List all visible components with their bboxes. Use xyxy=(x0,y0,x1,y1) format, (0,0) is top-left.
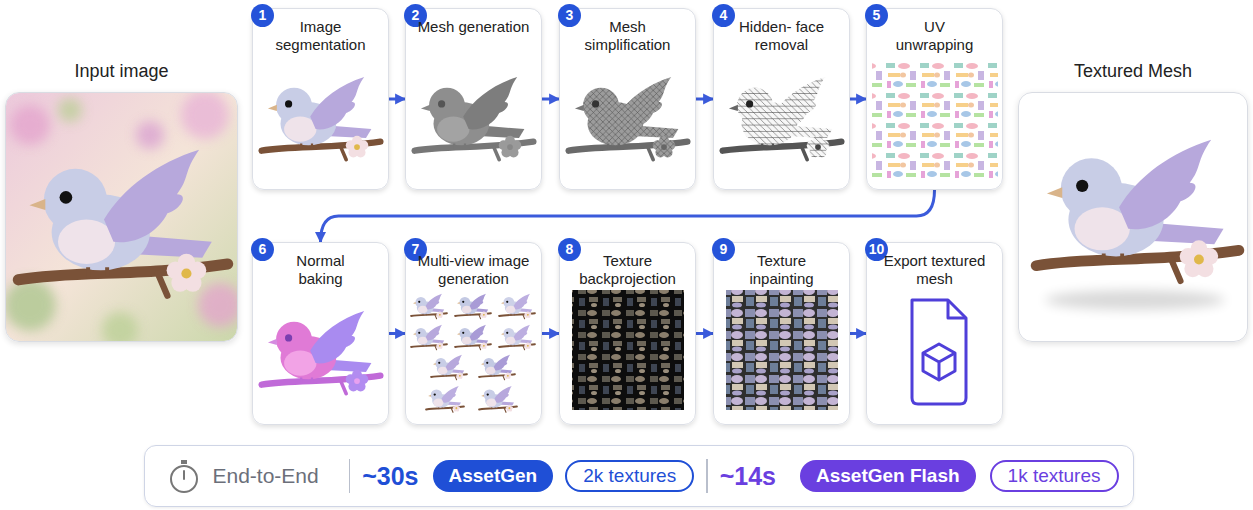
flow-arrow xyxy=(850,98,866,101)
callout-number: 3 xyxy=(558,4,581,27)
time-value: ~30s xyxy=(362,462,418,491)
pill-text: 1k textures xyxy=(1008,465,1101,487)
timing-bar: End-to-End ~30s ~14s AssetGen 2k textures Ass… xyxy=(144,445,1133,507)
wireframe-bird xyxy=(723,77,842,160)
timing-label: End-to-End xyxy=(212,464,318,488)
callout-number: 9 xyxy=(712,238,735,261)
panel-title: Input image xyxy=(0,60,247,82)
step-box: 2Mesh generation xyxy=(405,8,542,190)
step-title: Texture backprojection xyxy=(572,252,684,288)
divider-line xyxy=(349,459,351,493)
model-pill: AssetGen xyxy=(433,460,554,492)
step-title: Image segmentation xyxy=(265,18,377,54)
panel-title: Textured Mesh xyxy=(1009,60,1253,82)
segmented-bird xyxy=(262,77,381,160)
step-box: 3Mesh simplification xyxy=(559,8,696,190)
normal-map-bird xyxy=(262,311,381,394)
step-title: Multi-view image generation xyxy=(418,252,530,288)
step-box: 5UV unwrapping xyxy=(866,8,1003,190)
flow-arrow xyxy=(542,332,559,335)
flow-arrow xyxy=(389,98,405,101)
texture-pill: 1k textures xyxy=(990,460,1119,492)
step-box: 7Multi-view image generation xyxy=(405,242,542,425)
output-mesh-panel: Textured Mesh xyxy=(1018,92,1248,342)
input-photo xyxy=(6,93,237,341)
step-title: Normal baking xyxy=(275,252,367,288)
step-box: 9Texture inpainting xyxy=(713,242,850,425)
flow-arrow xyxy=(321,190,935,242)
time-value: ~14s xyxy=(720,462,776,491)
multi-view-birds xyxy=(411,294,535,413)
uv-atlas xyxy=(872,60,998,182)
flow-arrow xyxy=(542,98,559,101)
step-title: Mesh generation xyxy=(418,18,530,36)
textured-mesh-render xyxy=(1036,140,1239,310)
step-title: Texture inpainting xyxy=(726,252,838,288)
inpainted-texture xyxy=(726,290,838,410)
mesh-bird xyxy=(415,77,534,160)
step-title: Export textured mesh xyxy=(879,252,991,288)
flow-arrow xyxy=(850,332,866,335)
pill-text: 2k textures xyxy=(583,465,676,487)
flow-arrow xyxy=(389,332,405,335)
callout-number: 8 xyxy=(558,238,581,261)
simplified-mesh-bird xyxy=(569,77,688,160)
backprojected-texture xyxy=(572,290,684,410)
stopwatch-icon xyxy=(166,458,202,496)
step-box: 4Hidden- face removal xyxy=(713,8,850,190)
flow-arrow xyxy=(696,332,713,335)
mesh-file-icon xyxy=(912,300,966,404)
step-title: UV unwrapping xyxy=(889,18,981,54)
divider-line xyxy=(706,459,708,493)
step-box: 6Normal baking xyxy=(252,242,389,425)
callout-number: 5 xyxy=(865,4,888,27)
step-box: 8Texture backprojection xyxy=(559,242,696,425)
input-image-panel: Input image xyxy=(5,92,238,342)
pill-text: AssetGen Flash xyxy=(816,465,960,487)
step-title: Mesh simplification xyxy=(572,18,684,54)
callout-number: 6 xyxy=(251,238,274,261)
callout-number: 1 xyxy=(251,4,274,27)
callout-number: 4 xyxy=(712,4,735,27)
step-box: 1Image segmentation xyxy=(252,8,389,190)
step-box: 10Export textured mesh xyxy=(866,242,1003,425)
texture-pill: 2k textures xyxy=(565,460,694,492)
flow-arrow xyxy=(696,98,713,101)
step-title: Hidden- face removal xyxy=(726,18,838,54)
pill-text: AssetGen xyxy=(449,465,538,487)
model-pill: AssetGen Flash xyxy=(800,460,976,492)
